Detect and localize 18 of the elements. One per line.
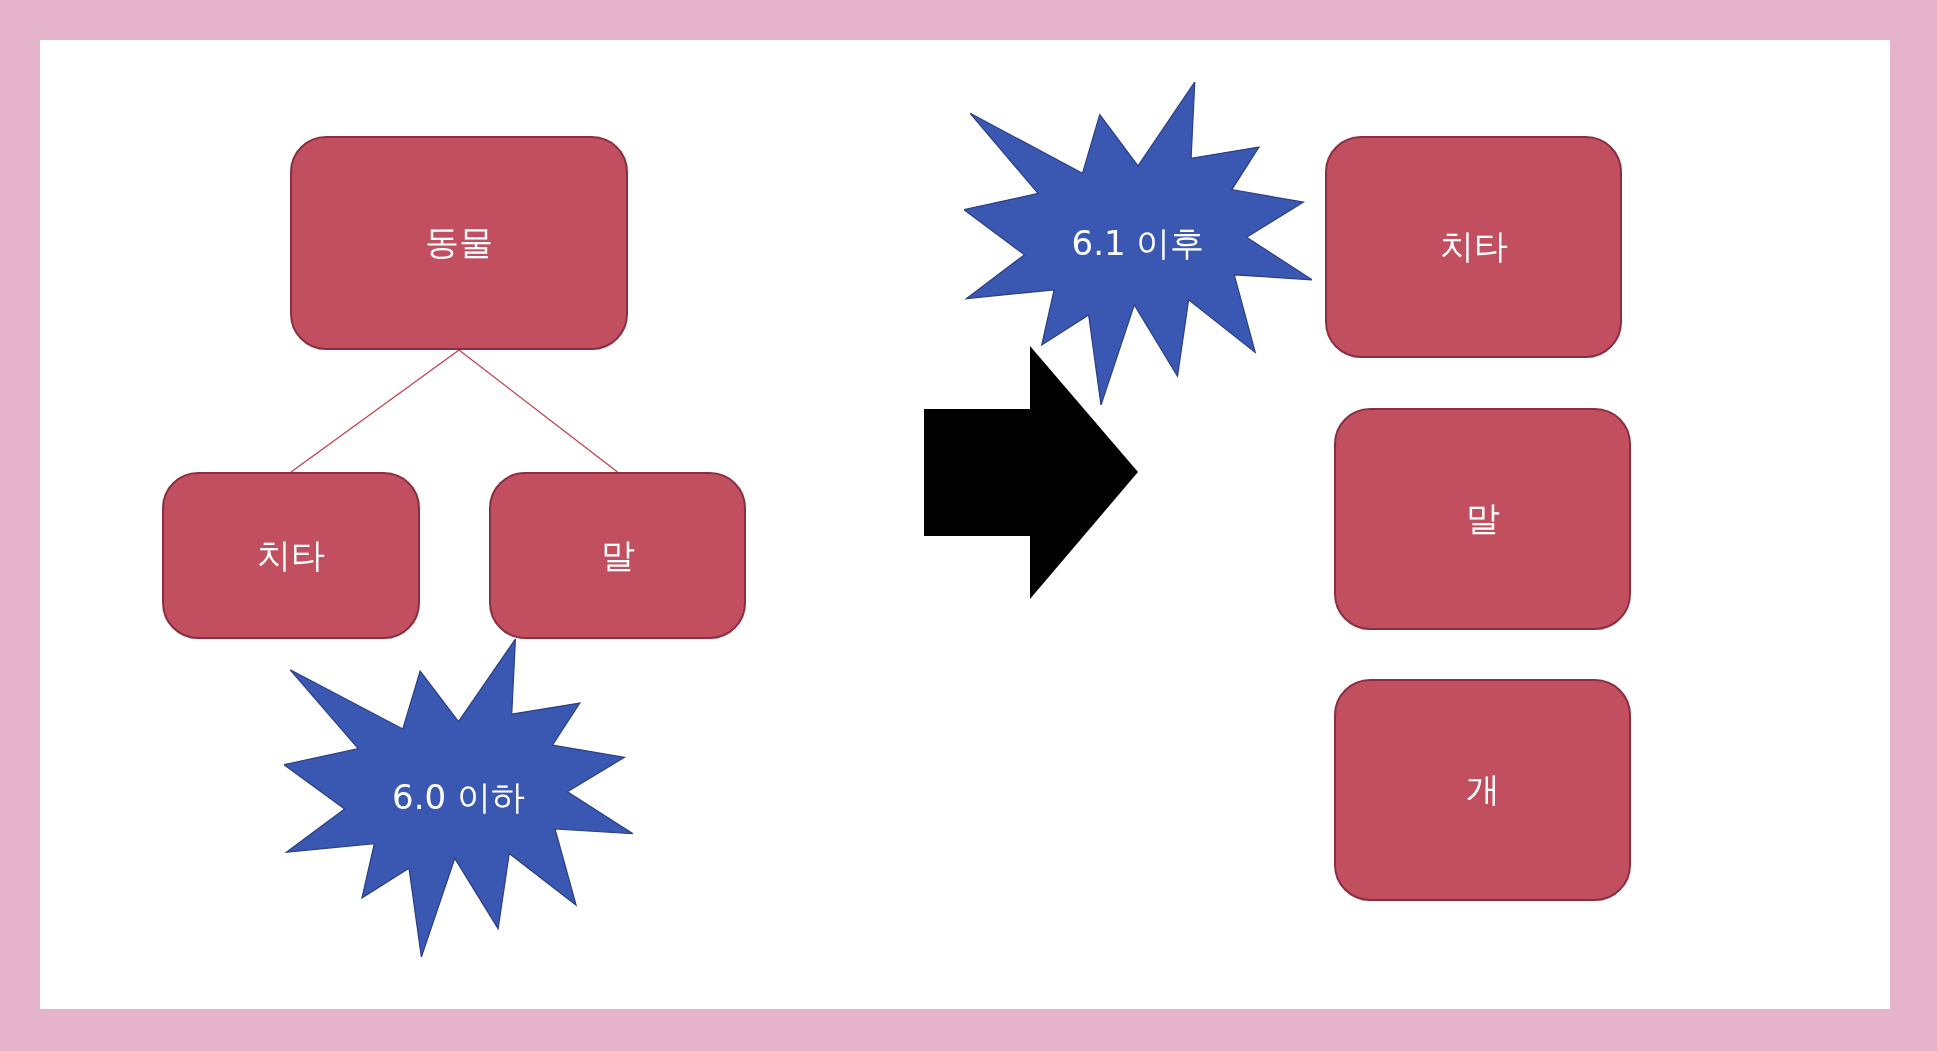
rounded-box xyxy=(1325,136,1622,358)
node-label: 말 xyxy=(600,533,635,577)
node-label: 동물 xyxy=(425,221,493,264)
node-label: 6.0 이하 xyxy=(392,776,525,819)
rounded-box xyxy=(1334,679,1631,901)
rounded-box xyxy=(162,472,420,639)
rounded-box xyxy=(290,136,628,350)
node-label: 치타 xyxy=(257,533,325,577)
node-label: 치타 xyxy=(1439,225,1508,268)
starburst xyxy=(964,82,1312,405)
node-label: 개 xyxy=(1465,768,1500,811)
starburst xyxy=(284,639,633,957)
rounded-box xyxy=(1334,408,1631,630)
node-label: 말 xyxy=(1465,497,1500,540)
node-label: 6.1 이후 xyxy=(1071,221,1205,265)
connector-line xyxy=(458,349,619,473)
connector-line xyxy=(290,349,460,473)
rounded-box xyxy=(489,472,746,639)
